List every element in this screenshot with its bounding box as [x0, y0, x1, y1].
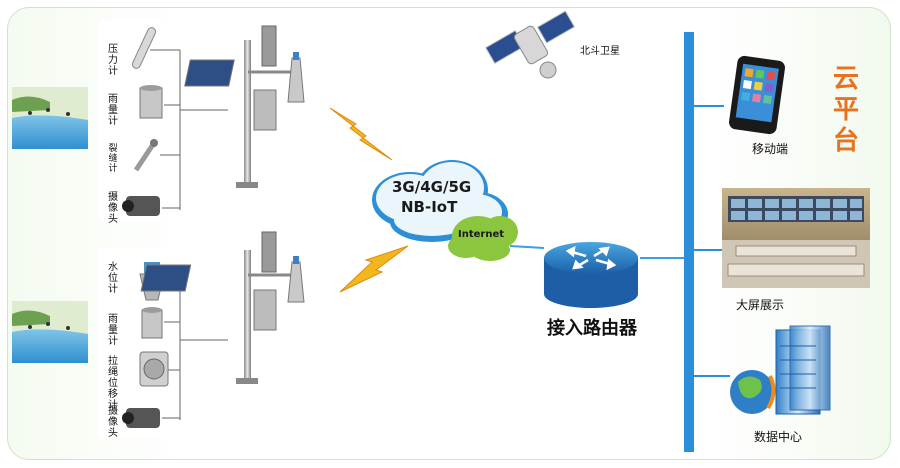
rain-gauge-icon-b — [142, 307, 162, 338]
camera-icon-b — [122, 408, 160, 428]
sensor-label-rain-b: 雨量计 — [107, 314, 119, 347]
link-cloud-router — [510, 246, 544, 248]
draw-wire-sensor-icon — [140, 352, 168, 386]
endpoint-label-data-center: 数据中心 — [754, 428, 802, 445]
satellite-label: 北斗卫星 — [580, 42, 620, 57]
monitoring-station-a — [185, 26, 304, 188]
router-icon — [544, 242, 638, 308]
sensor-label-camera-b: 摄像头 — [107, 406, 119, 439]
sensor-label-draw-wire: 拉绳位移计 — [107, 356, 119, 411]
rain-gauge-icon-a — [140, 85, 162, 118]
network-label-nbiot: NB-IoT — [401, 198, 457, 216]
sensor-label-camera-a: 摄像头 — [107, 192, 119, 225]
sensor-label-water-level: 水位计 — [107, 262, 119, 295]
sensor-label-rain-a: 雨量计 — [107, 94, 119, 127]
sensor-label-crack: 裂缝计 — [107, 144, 119, 174]
river-scene-b — [12, 301, 88, 363]
network-label-mobile: 3G/4G/5G — [392, 178, 471, 196]
data-center-icon — [730, 326, 830, 414]
router-label: 接入路由器 — [547, 314, 637, 340]
wireless-signal-icon-a — [330, 108, 392, 160]
endpoint-label-mobile: 移动端 — [752, 140, 788, 157]
wireless-signal-icon-b — [340, 246, 408, 292]
cloud-platform-label: 云平台 — [832, 64, 860, 157]
camera-icon-a — [122, 196, 160, 216]
satellite-icon — [486, 11, 575, 78]
river-scene-a — [12, 87, 88, 149]
sensor-label-pressure: 压力计 — [107, 44, 119, 77]
control-room-icon — [722, 188, 870, 288]
mobile-phone-icon — [728, 55, 786, 135]
network-bus-line — [684, 32, 694, 452]
network-label-internet: Internet — [458, 229, 504, 240]
endpoint-label-big-screen: 大屏展示 — [736, 296, 784, 313]
